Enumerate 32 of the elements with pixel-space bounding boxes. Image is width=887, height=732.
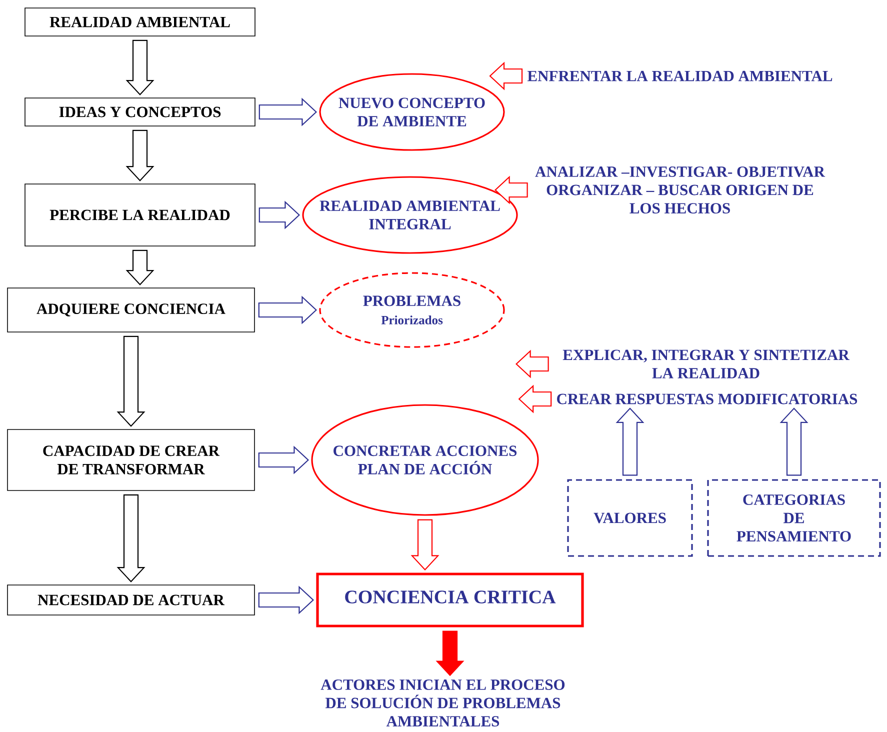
block-arrow [616,408,644,476]
process-box: ADQUIERE CONCIENCIA [7,288,255,332]
block-arrow [518,384,552,414]
block-arrow [126,130,154,182]
block-arrow [116,336,146,427]
dashed-box: CATEGORIAS DE PENSAMIENTO [707,479,881,557]
block-arrow [516,350,549,378]
block-arrow [410,519,440,571]
block-arrow [489,62,523,90]
note-text: ANALIZAR –INVESTIGAR- OBJETIVAR ORGANIZAR – BUSCAR ORIGEN DE LOS HECHOS [535,166,826,214]
note-text: ENFRENTAR LA REALIDAD AMBIENTAL [527,70,832,82]
process-box: CAPACIDAD DE CREAR DE TRANSFORMAR [7,429,255,491]
block-arrow [116,494,146,582]
note-text: CREAR RESPUESTAS MODIFICATORIAS [557,394,858,404]
block-arrow [258,98,318,126]
note-text: EXPLICAR, INTEGRAR Y SINTETIZAR LA REALIDAD [562,350,850,378]
result-box: CONCIENCIA CRITICA [316,572,584,628]
block-arrow [258,200,300,230]
process-box: IDEAS Y CONCEPTOS [24,98,256,126]
process-box: REALIDAD AMBIENTAL [24,8,256,36]
block-arrow [780,408,808,476]
process-box: NECESIDAD DE ACTUAR [7,584,255,616]
block-arrow [126,40,154,96]
block-arrow [258,586,314,614]
dashed-box: VALORES [567,479,693,557]
block-arrow [126,250,154,286]
block-arrow [436,630,464,676]
block-arrow [258,296,318,324]
block-arrow [494,176,528,204]
block-arrow [258,446,309,474]
process-box: PERCIBE LA REALIDAD [24,184,256,246]
note-text: ACTORES INICIAN EL PROCESO DE SOLUCIÓN DE PROBLEMAS AMBIENTALES [320,680,565,726]
